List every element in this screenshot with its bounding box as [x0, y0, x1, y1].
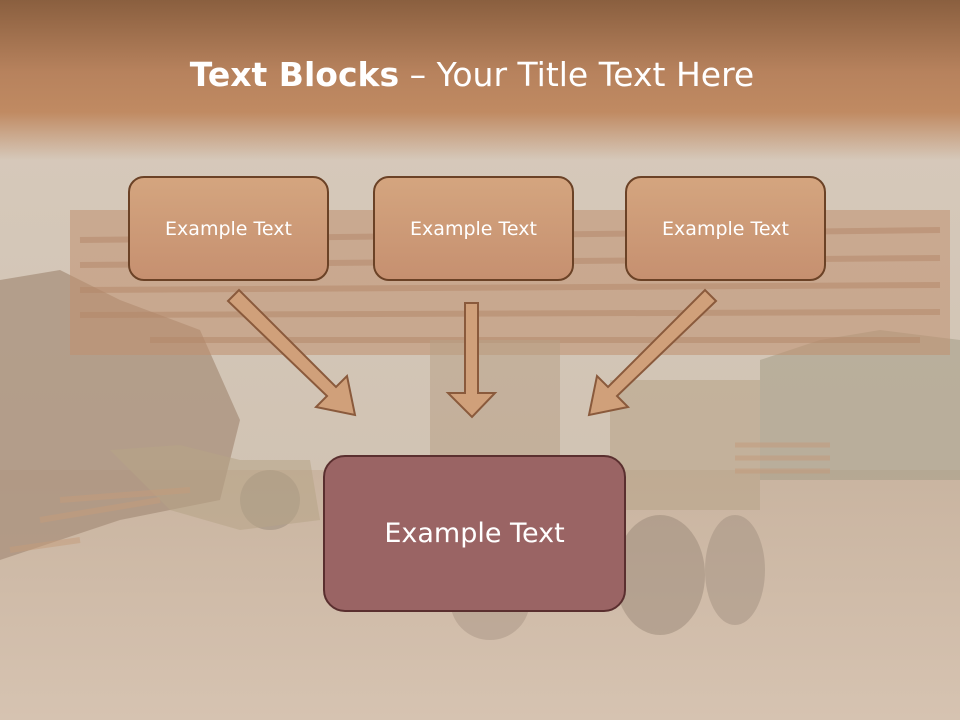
text-box-3[interactable]: Example Text: [625, 176, 826, 281]
arrow-left: [226, 288, 357, 417]
text-box-3-label: Example Text: [662, 217, 789, 240]
arrow-center: [445, 302, 498, 419]
center-text-box-label: Example Text: [384, 518, 565, 549]
text-box-2[interactable]: Example Text: [373, 176, 574, 281]
arrow-right: [587, 288, 718, 417]
text-box-1[interactable]: Example Text: [128, 176, 329, 281]
title-separator: –: [399, 55, 437, 94]
center-text-box[interactable]: Example Text: [323, 455, 626, 612]
text-box-2-label: Example Text: [410, 217, 537, 240]
title-rest: Your Title Text Here: [436, 55, 755, 94]
text-box-1-label: Example Text: [165, 217, 292, 240]
title-band: [0, 0, 960, 160]
title-bold: Text Blocks: [189, 55, 400, 94]
slide-title: Text Blocks – Your Title Text Here: [0, 52, 944, 98]
